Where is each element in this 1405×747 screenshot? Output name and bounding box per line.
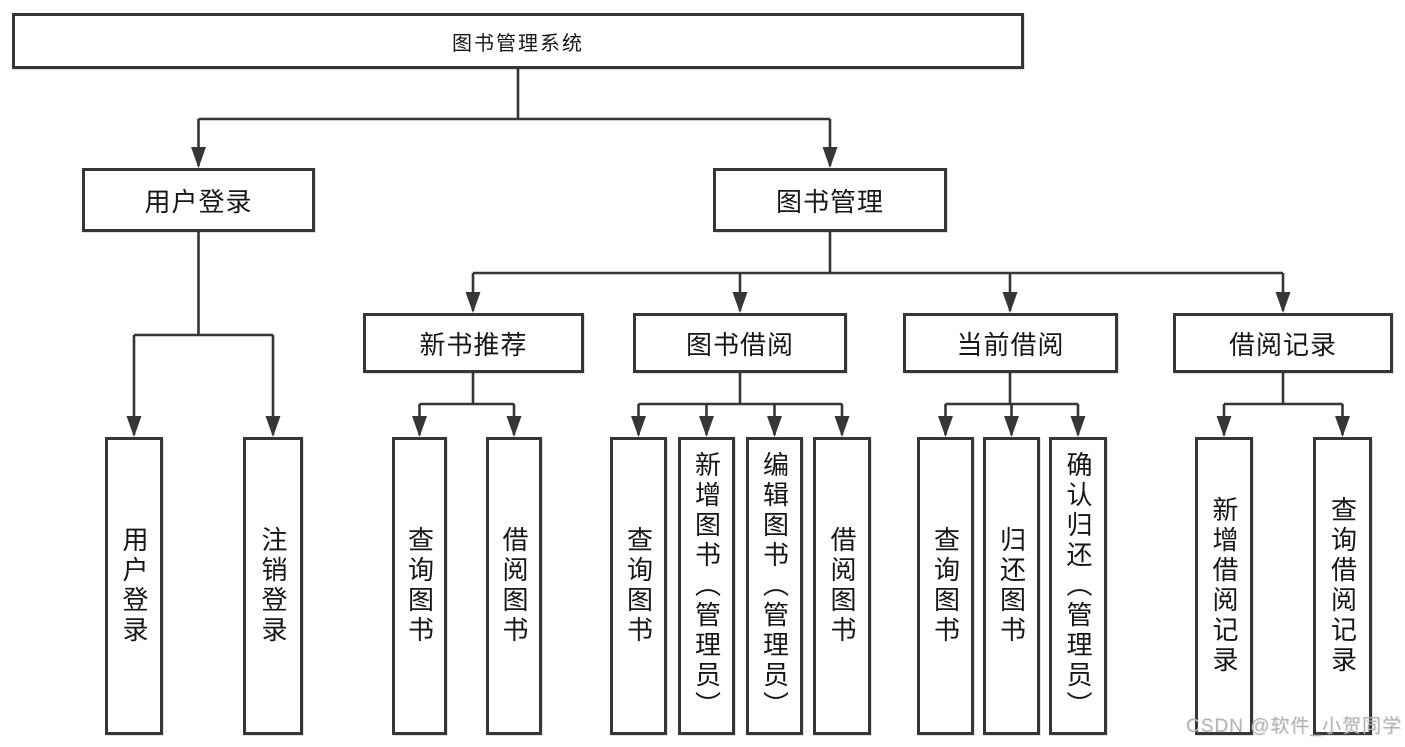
node-current-borrowing: 当前借阅 (903, 313, 1118, 373)
leaf-query-books-1: 查询图书 (392, 437, 447, 735)
node-label: 查询图书 (623, 526, 654, 646)
connector-borrow-record-branch (1222, 373, 1344, 435)
leaf-user-login: 用户登录 (105, 437, 163, 735)
node-borrowing-records: 借阅记录 (1173, 313, 1393, 373)
connector-book-borrow-branch (637, 373, 844, 435)
node-label: 图书借阅 (685, 329, 794, 360)
node-label: 查询借阅记录 (1327, 496, 1358, 676)
node-label: 图书管理系统 (452, 32, 584, 55)
connector-root-branch (197, 69, 832, 166)
leaf-add-borrow-record: 新增借阅记录 (1195, 437, 1253, 735)
leaf-borrow-books-1: 借阅图书 (486, 437, 542, 735)
connector-book-mgmt-branch (471, 232, 1285, 311)
node-label: 用户登录 (119, 526, 149, 646)
node-label: 归还图书 (996, 526, 1027, 646)
node-book-borrowing: 图书借阅 (633, 313, 847, 373)
node-label: 图书管理 (775, 186, 884, 217)
node-new-book-recommendation: 新书推荐 (363, 313, 584, 373)
leaf-query-books-2: 查询图书 (610, 437, 667, 735)
leaf-logout: 注销登录 (243, 437, 303, 735)
node-label: 新增图书（管理员） (691, 451, 722, 721)
node-label: 新增借阅记录 (1209, 496, 1239, 676)
node-label: 确认归还（管理员） (1063, 451, 1093, 721)
node-label: 借阅记录 (1228, 329, 1337, 360)
connector-new-book-branch (418, 373, 516, 435)
node-user-login: 用户登录 (82, 168, 315, 232)
leaf-query-borrow-record: 查询借阅记录 (1313, 437, 1372, 735)
node-library-management-system: 图书管理系统 (12, 13, 1024, 69)
leaf-borrow-books-2: 借阅图书 (813, 437, 871, 735)
node-label: 查询图书 (404, 526, 435, 646)
leaf-return-book: 归还图书 (983, 437, 1040, 735)
node-label: 查询图书 (930, 526, 961, 646)
node-label: 编辑图书（管理员） (759, 451, 790, 721)
node-label: 用户登录 (144, 186, 253, 217)
leaf-query-books-3: 查询图书 (917, 437, 974, 735)
arrowheads (126, 147, 1350, 437)
node-book-management: 图书管理 (713, 168, 947, 232)
node-label: 注销登录 (258, 526, 288, 646)
connector-user-login-branch (132, 232, 275, 435)
csdn-watermark: CSDN @软件_小贺同学 (1186, 716, 1402, 737)
node-label: 新书推荐 (419, 329, 528, 360)
node-label: 借阅图书 (827, 526, 857, 646)
leaf-confirm-return-admin: 确认归还（管理员） (1049, 437, 1107, 735)
leaf-add-book-admin: 新增图书（管理员） (678, 437, 735, 735)
leaf-edit-book-admin: 编辑图书（管理员） (746, 437, 803, 735)
node-label: 当前借阅 (956, 329, 1065, 360)
node-label: 借阅图书 (499, 526, 529, 646)
